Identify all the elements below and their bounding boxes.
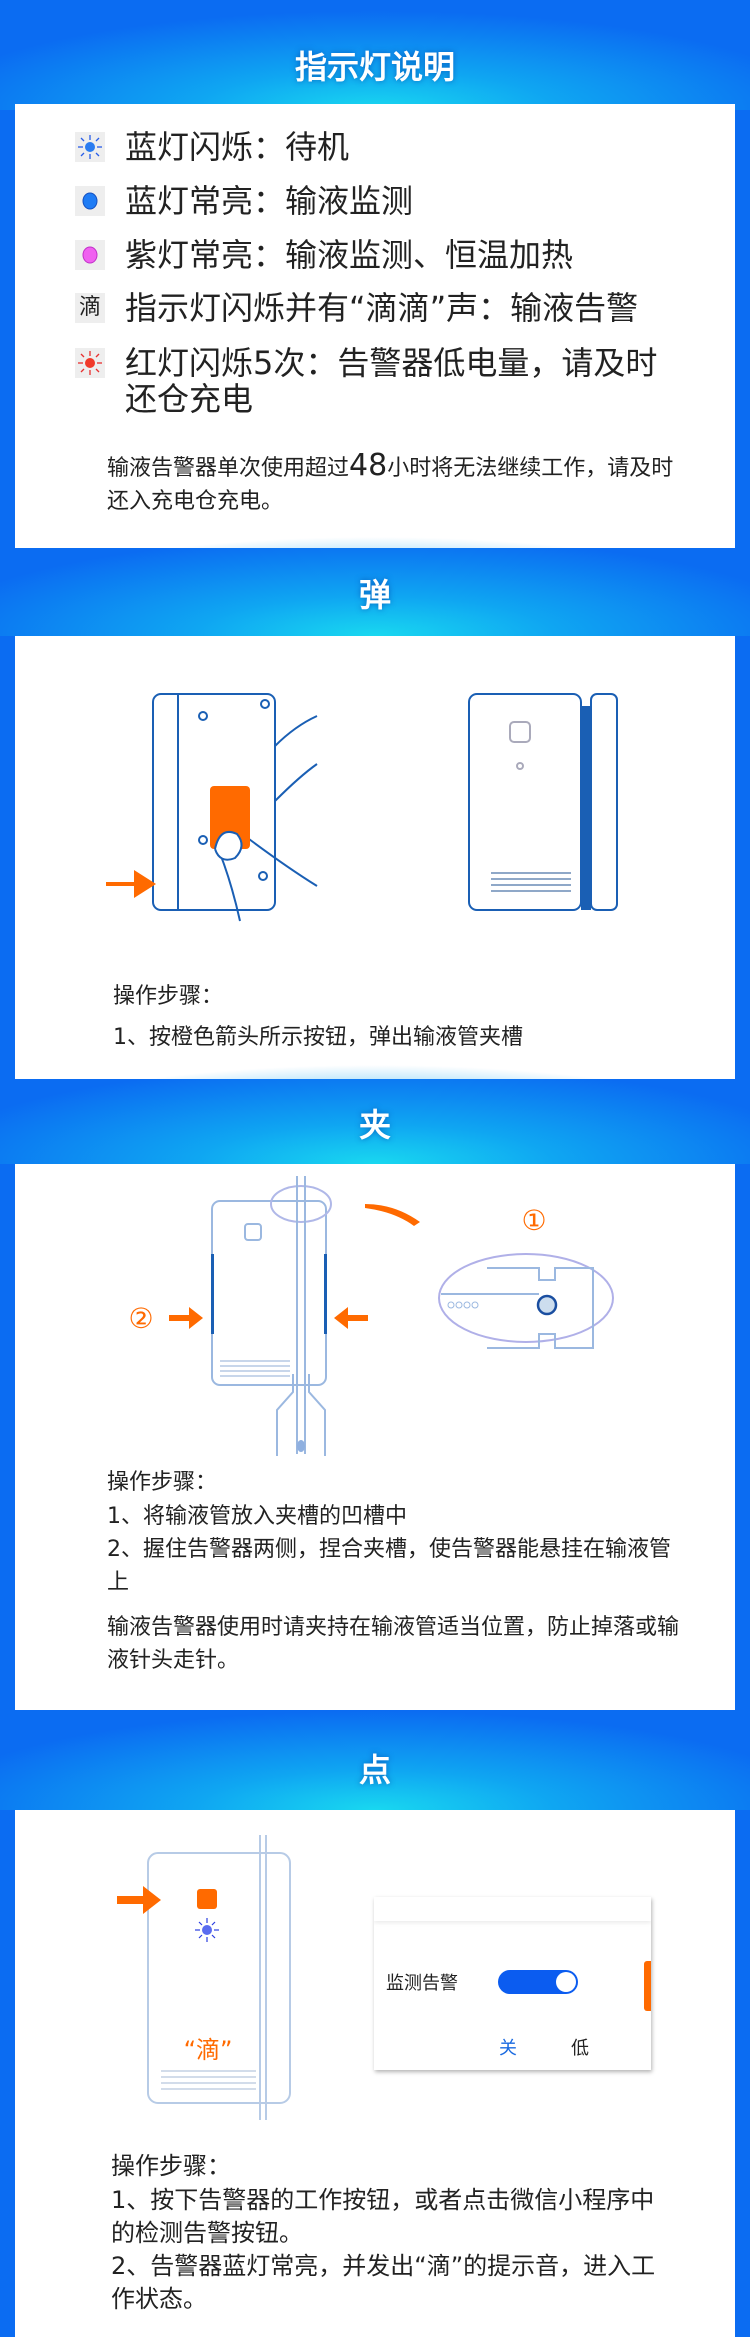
sound-label: “滴” bbox=[184, 2036, 233, 2064]
steps-label: 操作步骤： bbox=[113, 984, 224, 1009]
press-illustration: “滴” bbox=[117, 1835, 291, 2120]
indicator-item: 蓝灯常亮：输液监测 bbox=[75, 183, 685, 219]
blue-blink-icon bbox=[75, 132, 105, 162]
option-off[interactable]: 关 bbox=[499, 2038, 517, 2059]
indicator-item: 滴 指示灯闪烁并有“滴滴”声：输液告警 bbox=[75, 290, 745, 326]
blue-solid-icon bbox=[75, 186, 105, 216]
orange-arrow-icon bbox=[117, 1886, 161, 1914]
indicator-card: 蓝灯闪烁：待机 蓝灯常亮：输液监测 紫灯常亮：输液监测、恒温加热 滴 指示灯闪烁… bbox=[15, 104, 735, 548]
clamp-note: 输液告警器使用时请夹持在输液管适当位置，防止掉落或输液针头走针。 bbox=[107, 1615, 680, 1673]
di-sound-icon: 滴 bbox=[75, 293, 105, 323]
step-item: 2、告警器蓝灯常亮，并发出“滴”的提示音，进入工作状态。 bbox=[111, 2252, 656, 2313]
step-item: 1、按橙色箭头所示按钮，弹出输液管夹槽 bbox=[113, 1025, 523, 1050]
step-item: 1、按下告警器的工作按钮，或者点击微信小程序中的检测告警按钮。 bbox=[111, 2186, 655, 2247]
curved-arrow-icon bbox=[365, 1204, 420, 1226]
eject-card: 操作步骤： 1、按橙色箭头所示按钮，弹出输液管夹槽 bbox=[15, 636, 735, 1079]
label-2: ② bbox=[128, 1302, 153, 1335]
side-tab[interactable] bbox=[644, 1961, 651, 2011]
option-low[interactable]: 低 bbox=[571, 2038, 589, 2059]
step-item: 1、将输液管放入夹槽的凹槽中 bbox=[107, 1504, 407, 1529]
clamp-card: ① ② 操作步骤： 1、将输液管放入夹槽的凹槽中 2、握住告警器两侧，捏合夹槽，… bbox=[15, 1164, 735, 1710]
usage-note: 输液告警器单次使用超过48小时将无法继续工作，请及时还入充电仓充电。 bbox=[107, 448, 674, 514]
orange-arrow-icon bbox=[334, 1307, 368, 1329]
section-title-eject: 弹 bbox=[358, 576, 391, 614]
indicator-item: 紫灯常亮：输液监测、恒温加热 bbox=[75, 237, 685, 273]
indicator-item: 红灯闪烁5次：告警器低电量，请及时还仓充电 bbox=[75, 345, 685, 417]
mini-program-panel: 监测告警 关 低 bbox=[374, 1897, 651, 2070]
section-title-indicator: 指示灯说明 bbox=[294, 48, 455, 86]
steps-label: 操作步骤： bbox=[111, 2152, 231, 2180]
eject-button bbox=[210, 786, 250, 849]
eject-illustration bbox=[106, 693, 618, 922]
section-title-press: 点 bbox=[358, 1751, 391, 1789]
orange-arrow-icon bbox=[106, 870, 156, 898]
purple-solid-icon bbox=[75, 240, 105, 270]
steps-label: 操作步骤： bbox=[107, 1470, 218, 1495]
orange-arrow-icon bbox=[169, 1307, 203, 1329]
clamp-illustration: ① ② bbox=[128, 1176, 614, 1456]
section-title-clamp: 夹 bbox=[358, 1106, 391, 1144]
label-1: ① bbox=[521, 1204, 546, 1237]
press-card: “滴” 监测告警 关 低 操作步骤： 1、按下告警器的工作按钮，或者点击微信小程… bbox=[15, 1810, 735, 2337]
indicator-item: 蓝灯闪烁：待机 bbox=[75, 129, 685, 165]
red-blink-icon bbox=[75, 348, 105, 378]
step-item: 2、握住告警器两侧，捏合夹槽，使告警器能悬挂在输液管上 bbox=[107, 1537, 671, 1595]
monitor-alarm-toggle[interactable] bbox=[498, 1970, 578, 1994]
work-button bbox=[197, 1889, 217, 1909]
toggle-label: 监测告警 bbox=[386, 1973, 458, 1994]
